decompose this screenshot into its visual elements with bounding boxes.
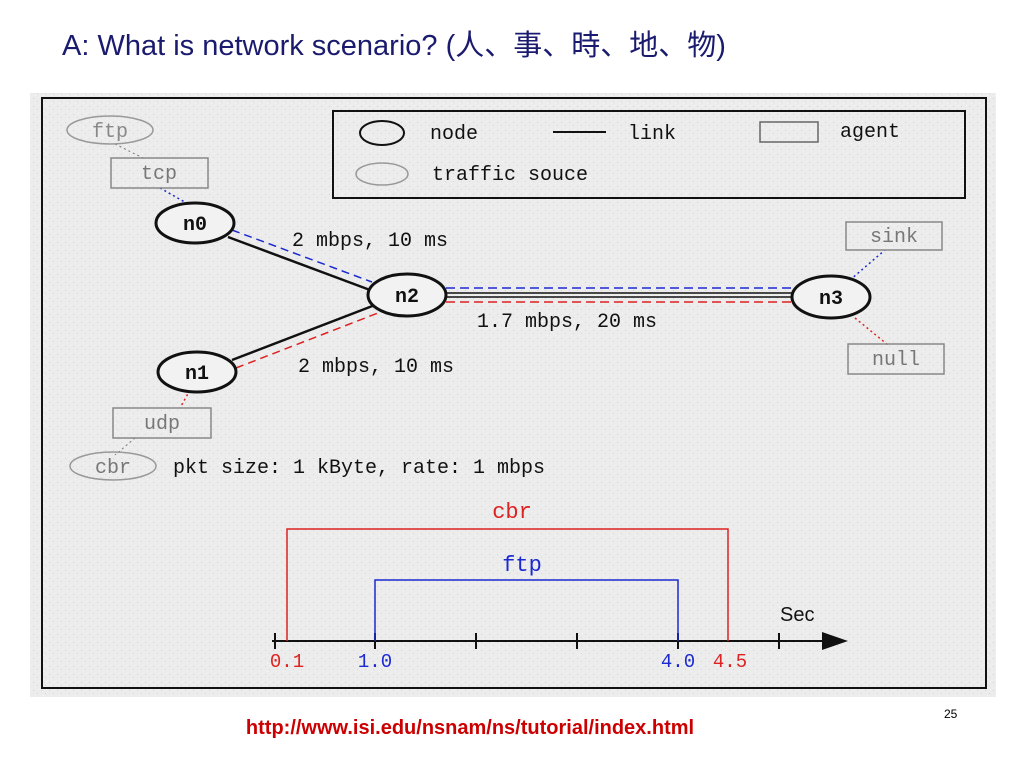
link-label-n2-n3: 1.7 mbps, 20 ms bbox=[477, 311, 657, 334]
legend-agent-icon bbox=[759, 121, 819, 143]
node-n2-label: n2 bbox=[395, 286, 419, 309]
cbr-start-time: 0.1 bbox=[270, 651, 304, 673]
ftp-duration-label: ftp bbox=[502, 553, 542, 578]
cbr-duration-bracket bbox=[286, 528, 729, 641]
agent-udp bbox=[112, 407, 212, 439]
cbr-end-time: 4.5 bbox=[713, 651, 747, 673]
node-n2 bbox=[366, 272, 448, 318]
ftp-end-time: 4.0 bbox=[661, 651, 695, 673]
legend-agent-label: agent bbox=[840, 121, 900, 144]
legend-node-icon bbox=[359, 120, 405, 146]
agent-null bbox=[847, 343, 945, 375]
traffic-source-cbr-label: cbr bbox=[95, 457, 131, 480]
agent-tcp bbox=[110, 157, 209, 189]
link-label-n0-n2: 2 mbps, 10 ms bbox=[292, 230, 448, 253]
timeline-axis-arrow-icon bbox=[822, 632, 848, 650]
agent-sink-label: sink bbox=[870, 226, 918, 249]
agent-null-label: null bbox=[872, 349, 920, 372]
link-n1-n2 bbox=[231, 303, 376, 362]
diagram-panel bbox=[30, 93, 996, 697]
legend-link-label: link bbox=[628, 123, 676, 146]
timeline-axis-label: Sec bbox=[780, 604, 814, 626]
node-n1 bbox=[156, 350, 238, 394]
traffic-source-cbr bbox=[69, 451, 157, 481]
legend-box bbox=[332, 110, 966, 199]
cbr-duration-label: cbr bbox=[492, 500, 532, 525]
page-number: 25 bbox=[944, 707, 958, 721]
legend-traffic-source-icon bbox=[355, 162, 409, 186]
source-url-link[interactable]: http://www.isi.edu/nsnam/ns/tutorial/ind… bbox=[245, 717, 695, 739]
agent-udp-label: udp bbox=[144, 413, 180, 436]
traffic-source-ftp-label: ftp bbox=[92, 121, 128, 144]
packet-info: pkt size: 1 kByte, rate: 1 mbps bbox=[173, 457, 545, 480]
node-n3-label: n3 bbox=[819, 288, 843, 311]
agent-tcp-label: tcp bbox=[141, 163, 177, 186]
ftp-duration-bracket bbox=[374, 579, 679, 641]
legend-node-label: node bbox=[430, 123, 478, 146]
node-n1-label: n1 bbox=[185, 363, 209, 386]
diagram-panel-border bbox=[41, 97, 987, 689]
node-n0-label: n0 bbox=[183, 214, 207, 237]
traffic-source-ftp bbox=[66, 115, 154, 145]
node-n0 bbox=[154, 201, 236, 245]
agent-sink bbox=[845, 221, 943, 251]
udp-n1-connector bbox=[179, 389, 191, 409]
link-label-n1-n2: 2 mbps, 10 ms bbox=[298, 356, 454, 379]
tcp-path-n0-n2 bbox=[231, 229, 373, 283]
node-n3 bbox=[790, 274, 872, 320]
legend-traffic-source-label: traffic souce bbox=[432, 164, 588, 187]
ftp-tcp-connector bbox=[114, 143, 146, 160]
link-n0-n2 bbox=[227, 235, 371, 292]
slide-title: A: What is network scenario? (人、事、時、地、物) bbox=[62, 30, 726, 62]
ftp-start-time: 1.0 bbox=[358, 651, 392, 673]
tcp-n0-connector bbox=[159, 187, 191, 206]
n3-null-connector bbox=[854, 317, 889, 346]
